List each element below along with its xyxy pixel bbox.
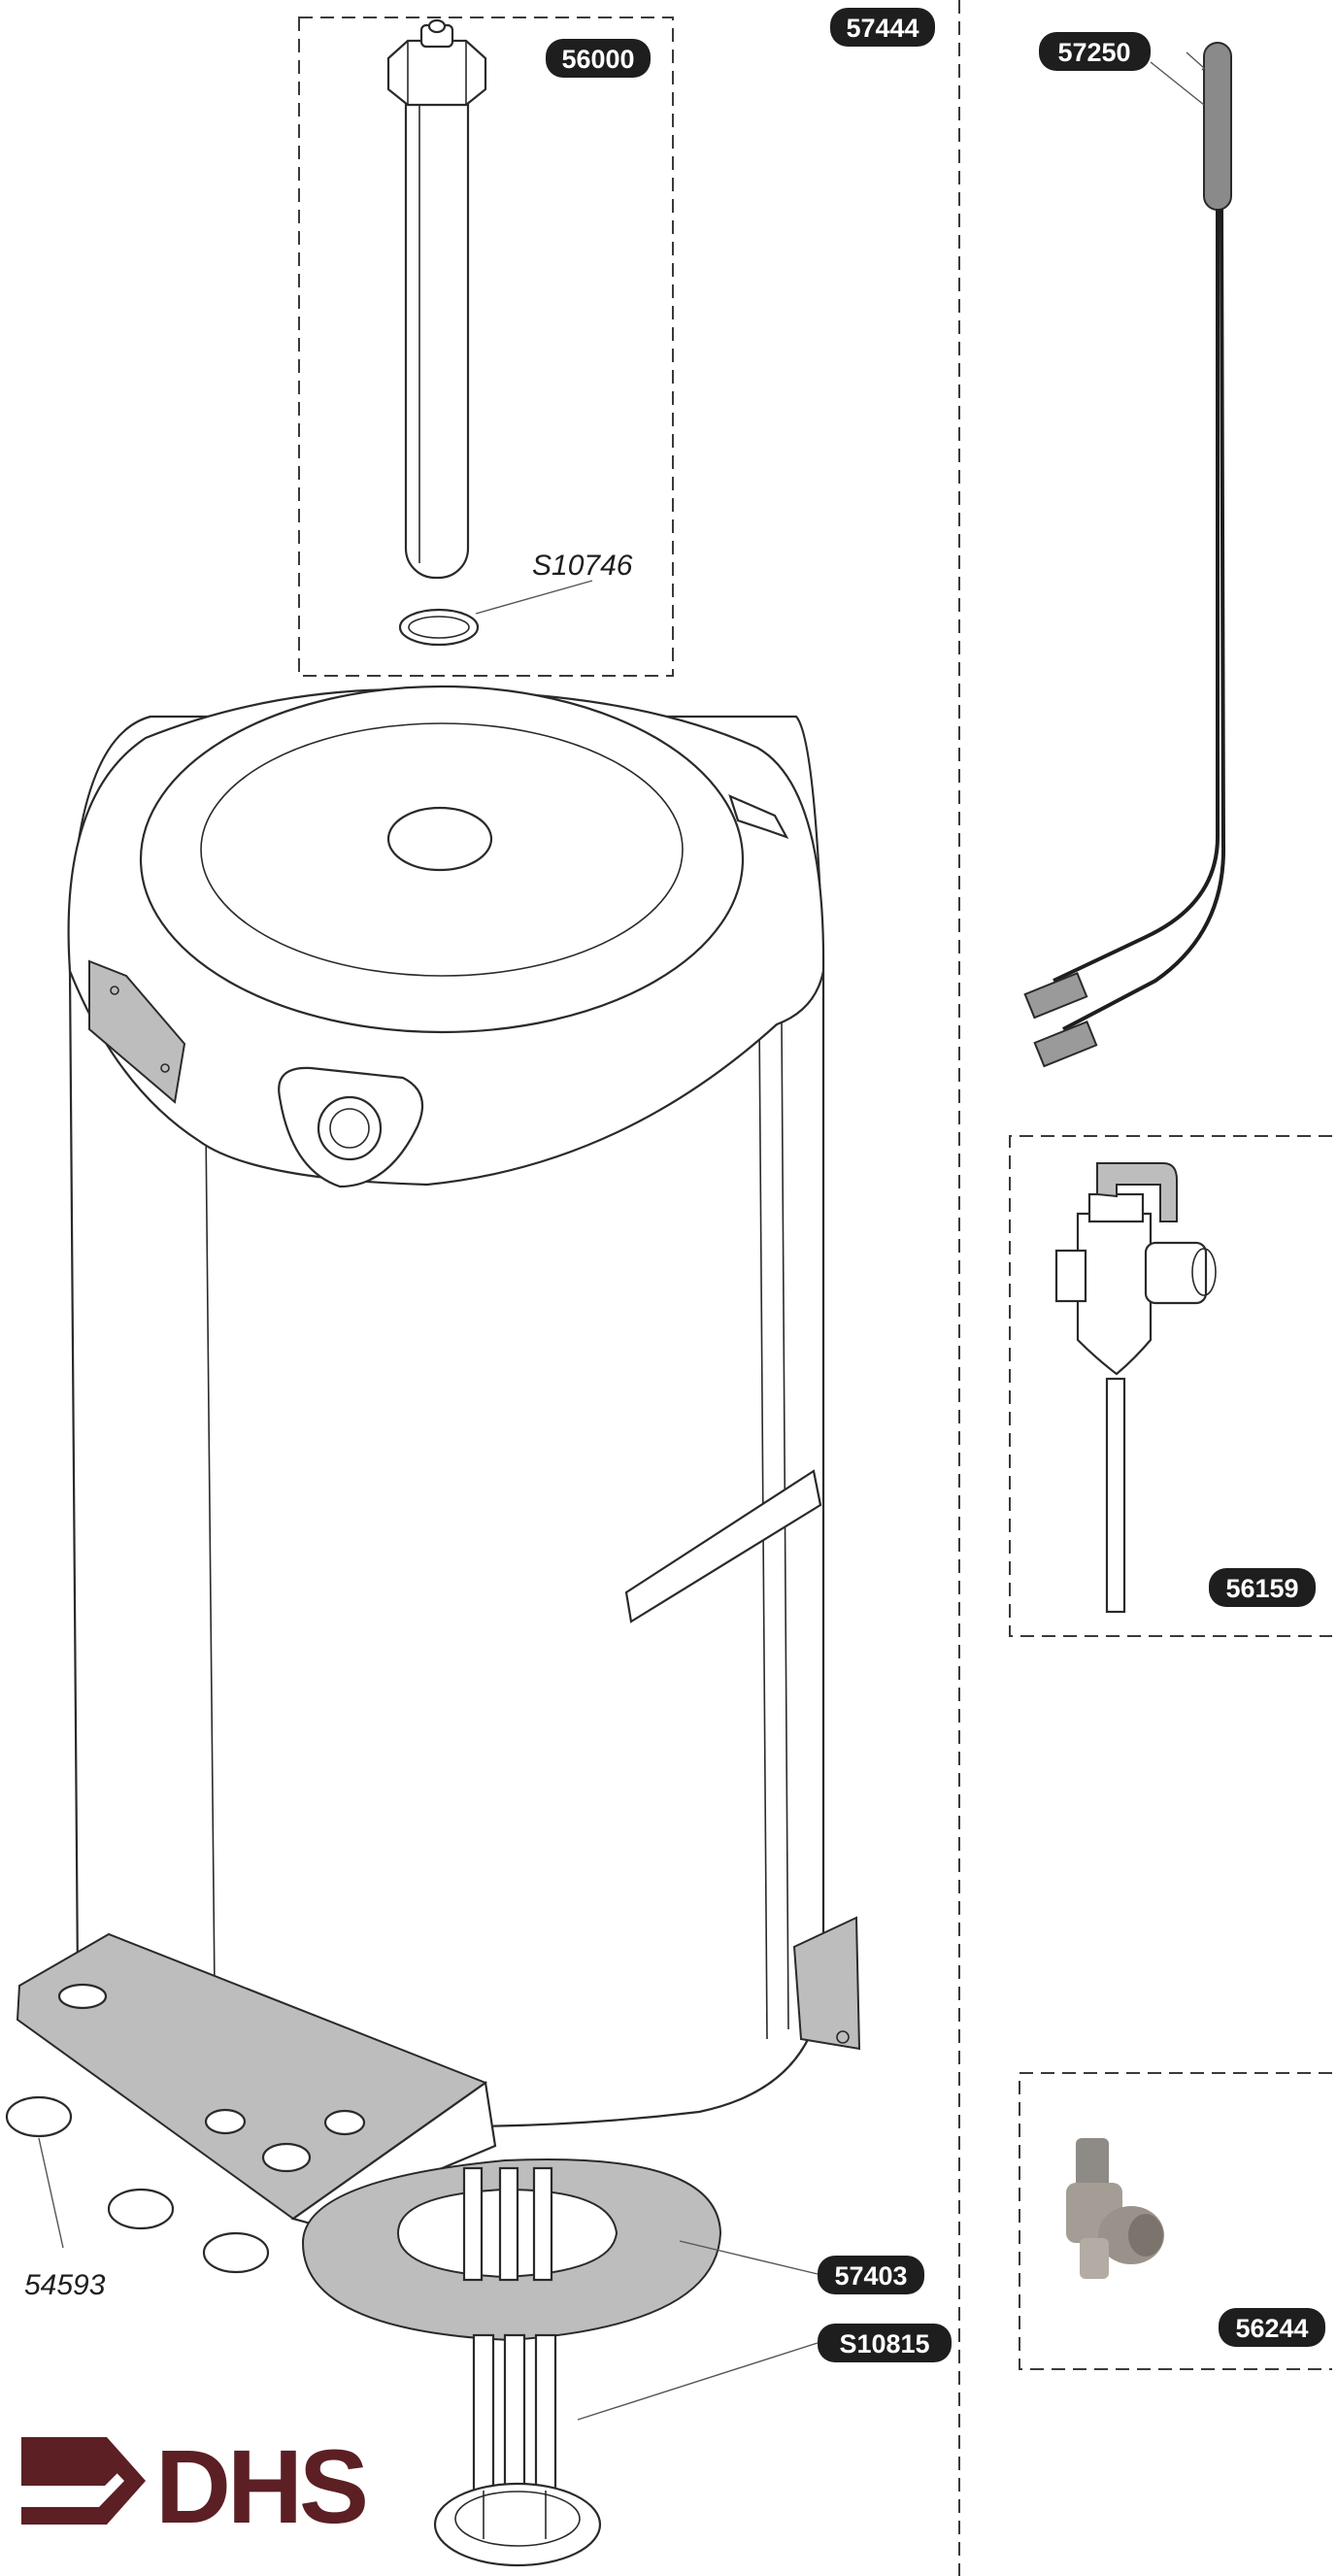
badge-element: S10815 [818, 2324, 952, 2362]
svg-text:56244: 56244 [1235, 2314, 1308, 2343]
svg-text:57250: 57250 [1057, 38, 1130, 67]
svg-text:56000: 56000 [561, 45, 634, 74]
leader-thermostat [1186, 51, 1206, 71]
badge-isolation-valve: 56244 [1219, 2308, 1325, 2347]
gasket-illustration [301, 2158, 722, 2342]
element-illustration [433, 2166, 602, 2567]
svg-text:57444: 57444 [846, 14, 919, 43]
badge-anode: 56000 [546, 39, 651, 78]
isolation-valve-group-box [1019, 2072, 1332, 2370]
svg-text:57403: 57403 [834, 2261, 907, 2291]
badge-relief-valve: 56159 [1209, 1568, 1316, 1607]
relief-valve-illustration [1054, 1162, 1217, 1614]
anode-group-box [298, 17, 674, 677]
leader-gasket [679, 2240, 819, 2275]
anode-washer-illustration [398, 608, 480, 647]
cylinder-illustration [16, 685, 861, 2225]
svg-text:S10815: S10815 [839, 2329, 929, 2359]
leader-thermostat-probe [1150, 61, 1205, 106]
dhs-logo: DHS [21, 2427, 369, 2545]
washers-illustration [5, 2095, 270, 2274]
leader-anode-washer [475, 580, 593, 615]
leader-washers [38, 2137, 64, 2249]
badge-gasket: 57403 [818, 2256, 924, 2294]
relief-valve-group-box [1009, 1135, 1332, 1637]
anode-illustration [386, 18, 487, 580]
badge-thermostat-probe: 57250 [1039, 32, 1151, 71]
badge-cylinder: 57444 [830, 8, 935, 47]
svg-text:56159: 56159 [1225, 1574, 1298, 1603]
label-washers: 54593 [24, 2269, 106, 2301]
logo-text: DHS [155, 2427, 365, 2545]
label-anode-washer: S10746 [532, 550, 633, 582]
thermostat-probe-illustration [1023, 42, 1232, 1068]
leader-element [577, 2342, 819, 2421]
isolation-valve-illustration [1066, 2138, 1164, 2279]
